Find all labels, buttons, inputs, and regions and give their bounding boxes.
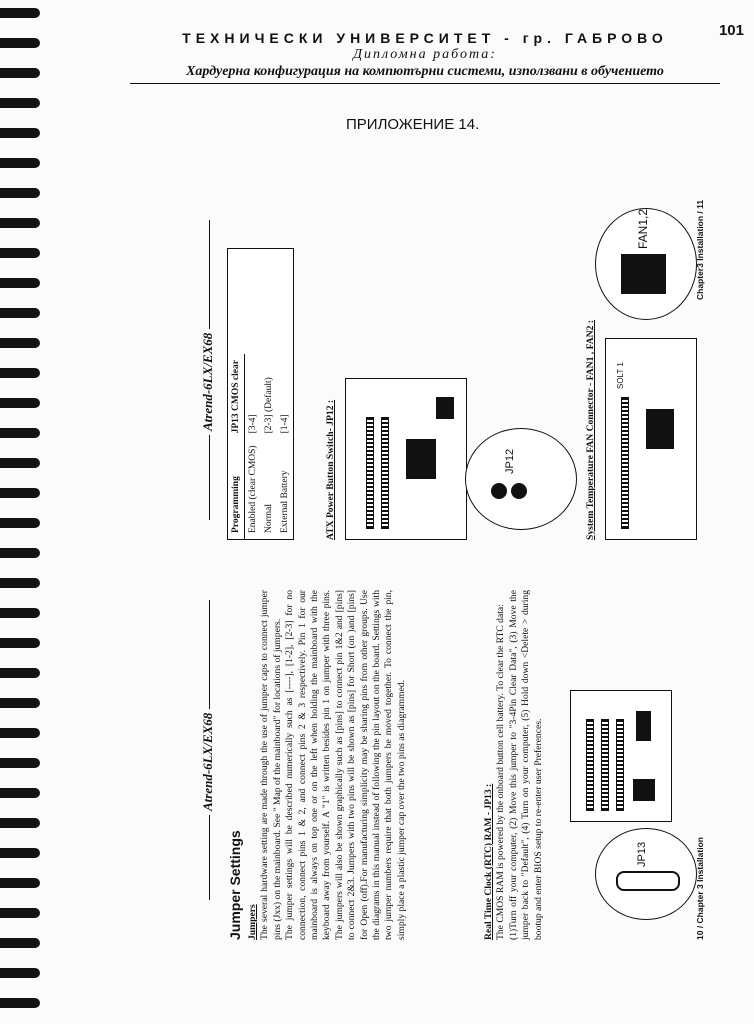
thesis-label: Дипломна работа:	[353, 47, 497, 62]
mainboard-diagram-fan: SOLT 1	[605, 338, 697, 540]
jp13-zoom-callout: JP13	[595, 828, 697, 920]
table-cell: Normal	[264, 503, 274, 533]
thesis-subject: Хардуерна конфигурация на компютърни сис…	[186, 64, 664, 79]
section-title: Jumper Settings	[227, 830, 243, 940]
rtc-text: Real Time Clock (RTC) RAM - JP13 : The C…	[483, 590, 545, 940]
page-number: 101	[718, 22, 744, 39]
logo-rule-right: Atrend-6LX/EX68	[200, 220, 216, 520]
fan-connector-icon	[621, 254, 666, 294]
table-row: Enabled (clear CMOS) [3-4]	[245, 354, 262, 539]
fan-label: FAN1,2	[636, 208, 650, 249]
mainboard-diagram-jp12	[345, 378, 467, 540]
fan-zoom-callout: FAN1,2	[595, 208, 697, 320]
rotated-manual-spread: Atrend-6LX/EX68 Jumper Settings Jumpers …	[165, 180, 705, 940]
jp13-label: JP13	[636, 841, 648, 867]
header-rule	[130, 83, 720, 84]
jp12-pin-icon	[511, 483, 527, 499]
table-cell: [1-4]	[280, 414, 290, 434]
rtc-paragraph-1: The CMOS RAM is powered by the onboard b…	[495, 604, 507, 940]
board-logo-right: Atrend-6LX/EX68	[200, 328, 216, 435]
spiral-binding	[0, 0, 44, 1024]
manual-page-right: Atrend-6LX/EX68 Programming JP13 CMOS cl…	[165, 180, 705, 540]
board-logo-left: Atrend-6LX/EX68	[200, 708, 216, 815]
table-cell: [2-3] (Default)	[264, 377, 274, 434]
left-page-footer: 10 / Chapter 3 Installation	[695, 837, 705, 940]
table-cell: [3-4]	[248, 414, 258, 434]
appendix-title: ПРИЛОЖЕНИЕ 14.	[346, 116, 480, 133]
jp13-connector-icon	[616, 871, 680, 891]
jumpers-paragraph-2: The jumper settings will be described nu…	[284, 590, 407, 940]
table-header-programming: Programming	[228, 439, 245, 539]
jp12-label: JP12	[504, 448, 516, 474]
solt-label: SOLT 1	[616, 362, 625, 389]
jumpers-heading: Jumpers	[247, 904, 258, 940]
fan-heading: System Temperature FAN Connector - FAN1 …	[585, 320, 596, 540]
table-row: External Battery [1-4]	[277, 354, 293, 539]
document-header: ТЕХНИЧЕСКИ УНИВЕРСИТЕТ - гр. ГАБРОВО Дип…	[130, 30, 720, 84]
jp12-pin-icon	[491, 483, 507, 499]
table-cell: External Battery	[280, 470, 290, 533]
jumpers-paragraph-1: The several hardware setting are made th…	[259, 590, 283, 940]
table-row: Normal [2-3] (Default)	[261, 354, 277, 539]
table-header-jp13: JP13 CMOS clear	[228, 354, 245, 440]
manual-page-left: Atrend-6LX/EX68 Jumper Settings Jumpers …	[165, 580, 705, 940]
rtc-heading: Real Time Clock (RTC) RAM - JP13 :	[483, 783, 494, 940]
logo-rule-left: Atrend-6LX/EX68	[200, 600, 216, 900]
rtc-paragraph-2: (1)Turn off your computer, (2) Move this…	[507, 590, 544, 940]
right-page-footer: Chapter3 Installation / 11	[695, 199, 705, 300]
atx-heading: ATX Power Button Switch- JP12 :	[325, 399, 336, 540]
jp12-zoom-callout: JP12	[465, 428, 577, 530]
jp13-settings-table: Programming JP13 CMOS clear Enabled (cle…	[227, 248, 294, 540]
table-cell: Enabled (clear CMOS)	[248, 445, 258, 533]
jumpers-text: Jumpers The several hardware setting are…	[247, 590, 408, 940]
mainboard-diagram-jp13	[570, 690, 672, 822]
university-name: ТЕХНИЧЕСКИ УНИВЕРСИТЕТ - гр. ГАБРОВО	[182, 30, 668, 46]
